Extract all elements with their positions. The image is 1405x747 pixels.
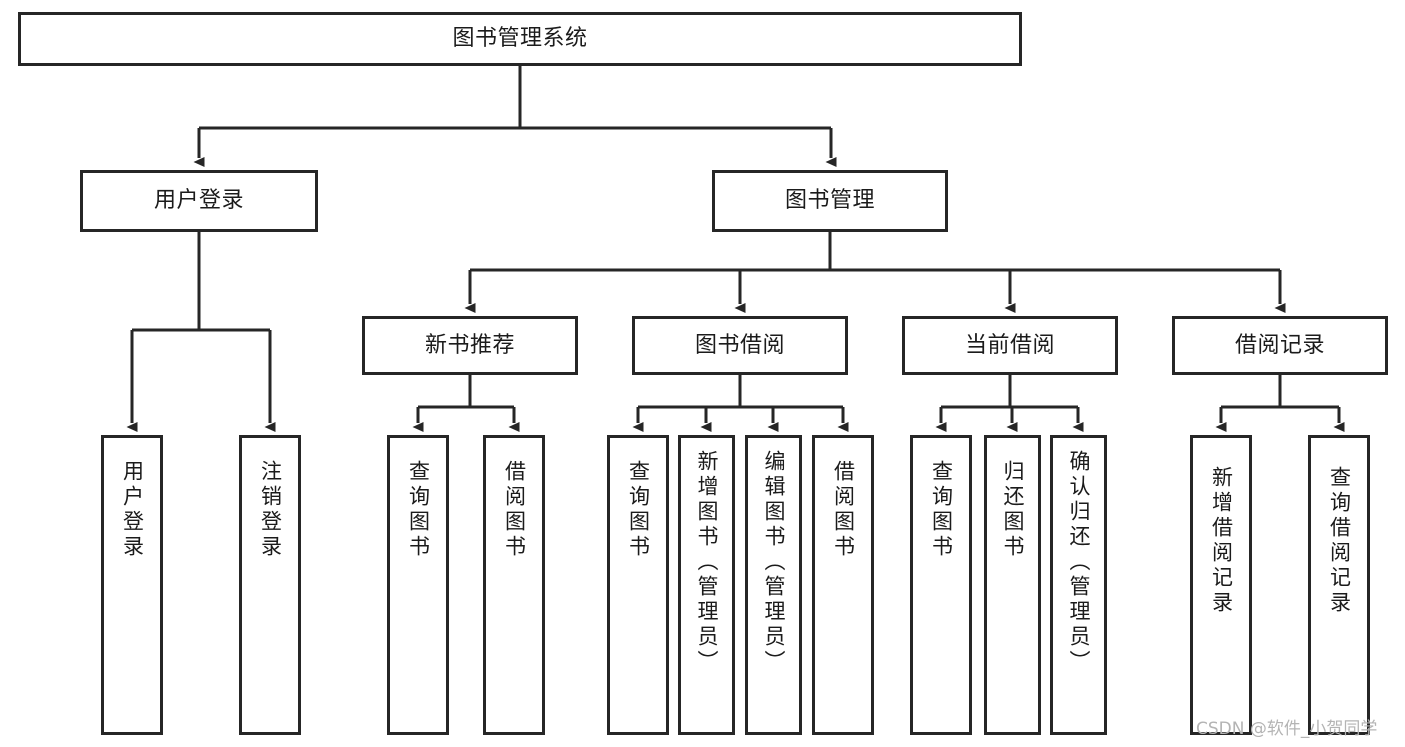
- node-leaf-query-book-3-label: 查询图书: [929, 460, 954, 560]
- node-leaf-add-record[interactable]: 新增借阅记录: [1190, 435, 1252, 735]
- node-root[interactable]: 图书管理系统: [18, 12, 1022, 66]
- node-leaf-edit-book-label: 编辑图书（管理员）: [762, 450, 786, 675]
- node-leaf-return-book[interactable]: 归还图书: [984, 435, 1041, 735]
- node-book-borrow[interactable]: 图书借阅: [632, 316, 848, 375]
- watermark-text: CSDN @软件_小贺同学: [1196, 719, 1378, 739]
- node-leaf-user-login-label: 用户登录: [120, 460, 145, 560]
- node-leaf-query-book-2-label: 查询图书: [626, 460, 651, 560]
- node-book-manage-label: 图书管理: [784, 188, 875, 214]
- node-borrow-record-label: 借阅记录: [1234, 332, 1325, 358]
- node-leaf-borrow-book-2[interactable]: 借阅图书: [812, 435, 874, 735]
- node-book-borrow-label: 图书借阅: [694, 332, 785, 358]
- node-leaf-query-book-1-label: 查询图书: [406, 460, 431, 560]
- node-book-manage[interactable]: 图书管理: [712, 170, 948, 232]
- node-leaf-query-record[interactable]: 查询借阅记录: [1308, 435, 1370, 735]
- node-leaf-query-book-1[interactable]: 查询图书: [387, 435, 449, 735]
- node-new-book-rec-label: 新书推荐: [424, 332, 515, 358]
- node-new-book-rec[interactable]: 新书推荐: [362, 316, 578, 375]
- node-leaf-borrow-book-1-label: 借阅图书: [502, 460, 527, 560]
- node-leaf-add-book-label: 新增图书（管理员）: [695, 450, 719, 675]
- node-leaf-confirm-return-label: 确认归还（管理员）: [1067, 450, 1091, 675]
- node-leaf-confirm-return[interactable]: 确认归还（管理员）: [1050, 435, 1107, 735]
- node-user-login[interactable]: 用户登录: [80, 170, 318, 232]
- node-leaf-user-login[interactable]: 用户登录: [101, 435, 163, 735]
- node-user-login-label: 用户登录: [153, 188, 244, 214]
- node-leaf-borrow-book-1[interactable]: 借阅图书: [483, 435, 545, 735]
- node-leaf-query-book-3[interactable]: 查询图书: [910, 435, 972, 735]
- node-current-borrow-label: 当前借阅: [964, 332, 1055, 358]
- node-leaf-add-record-label: 新增借阅记录: [1209, 466, 1234, 616]
- node-leaf-edit-book[interactable]: 编辑图书（管理员）: [745, 435, 802, 735]
- node-current-borrow[interactable]: 当前借阅: [902, 316, 1118, 375]
- node-leaf-return-book-label: 归还图书: [1001, 460, 1025, 560]
- node-leaf-query-book-2[interactable]: 查询图书: [607, 435, 669, 735]
- node-leaf-borrow-book-2-label: 借阅图书: [831, 460, 856, 560]
- node-leaf-add-book[interactable]: 新增图书（管理员）: [678, 435, 735, 735]
- node-borrow-record[interactable]: 借阅记录: [1172, 316, 1388, 375]
- node-leaf-logout[interactable]: 注销登录: [239, 435, 301, 735]
- node-leaf-logout-label: 注销登录: [258, 460, 283, 560]
- node-leaf-query-record-label: 查询借阅记录: [1327, 466, 1352, 616]
- node-root-label: 图书管理系统: [452, 26, 588, 52]
